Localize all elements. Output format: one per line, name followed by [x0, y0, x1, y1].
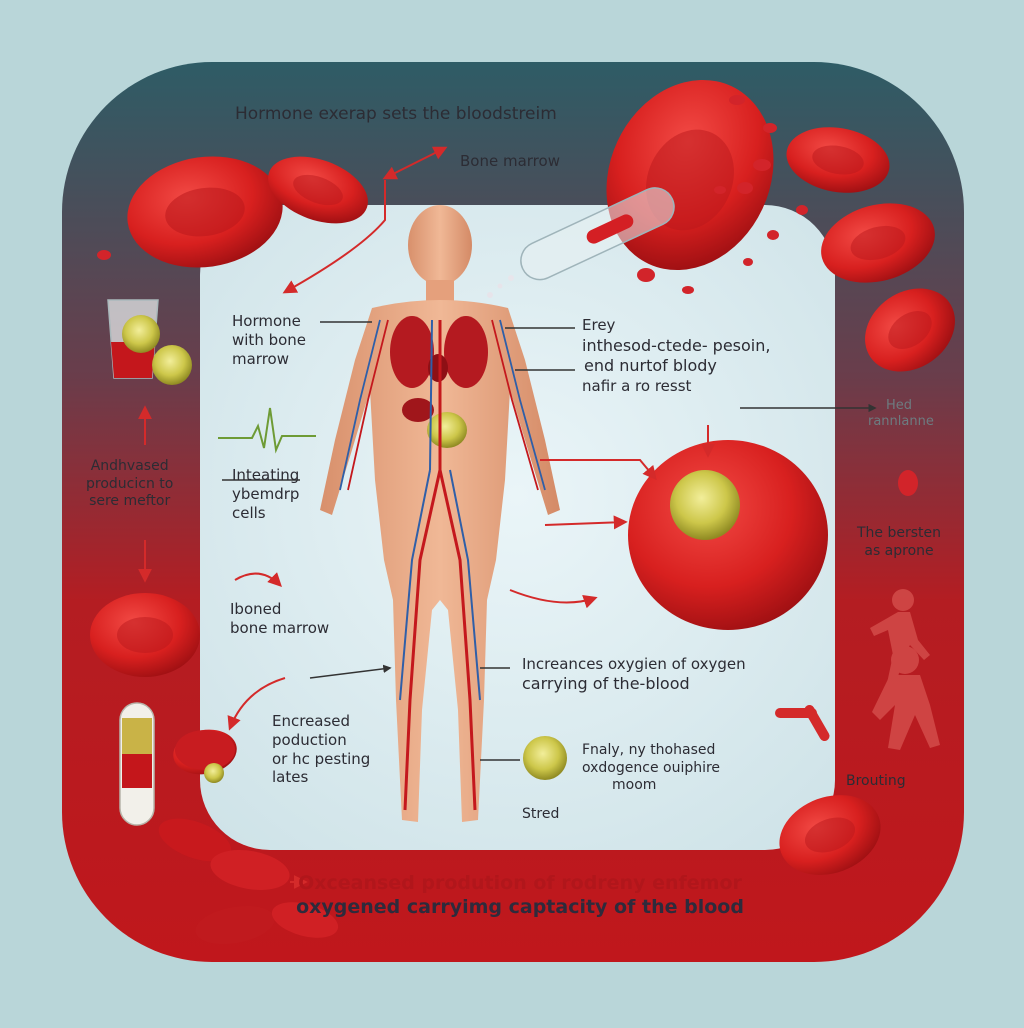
- glass-with-marrow-icon: [107, 299, 192, 385]
- header-title: Hormone exerap sets the bloodstreim: [235, 104, 557, 124]
- label-brouting: Brouting: [846, 773, 906, 789]
- heartbeat-icon: [218, 407, 316, 454]
- red-blood-cell-icon: [786, 127, 890, 193]
- human-body-figure: [320, 205, 560, 822]
- red-blood-cell-icon: [779, 795, 881, 875]
- marrow-cell-icon: [523, 736, 567, 780]
- pill-icon: [775, 705, 830, 741]
- label-stred: Stred: [522, 806, 560, 822]
- red-blood-cell-icon: [268, 156, 368, 224]
- header-subtitle: Bone marrow: [460, 152, 560, 170]
- red-blood-cell-icon: [90, 593, 200, 677]
- red-blood-cell-icon: [865, 288, 955, 372]
- red-blood-cell-icon: [821, 203, 935, 283]
- label-body-process: Erey inthesod-ctede- pesoin, end nurtof …: [582, 316, 771, 396]
- running-figure-icon: [870, 589, 940, 750]
- capsule-icon: [119, 702, 155, 826]
- red-blood-cell-icon: [127, 156, 283, 268]
- bottom-banner: Oxceansed prodution of rodreny enfemor o…: [296, 872, 744, 918]
- test-tube-icon: [520, 187, 675, 281]
- red-blood-cell-icon: [628, 440, 828, 630]
